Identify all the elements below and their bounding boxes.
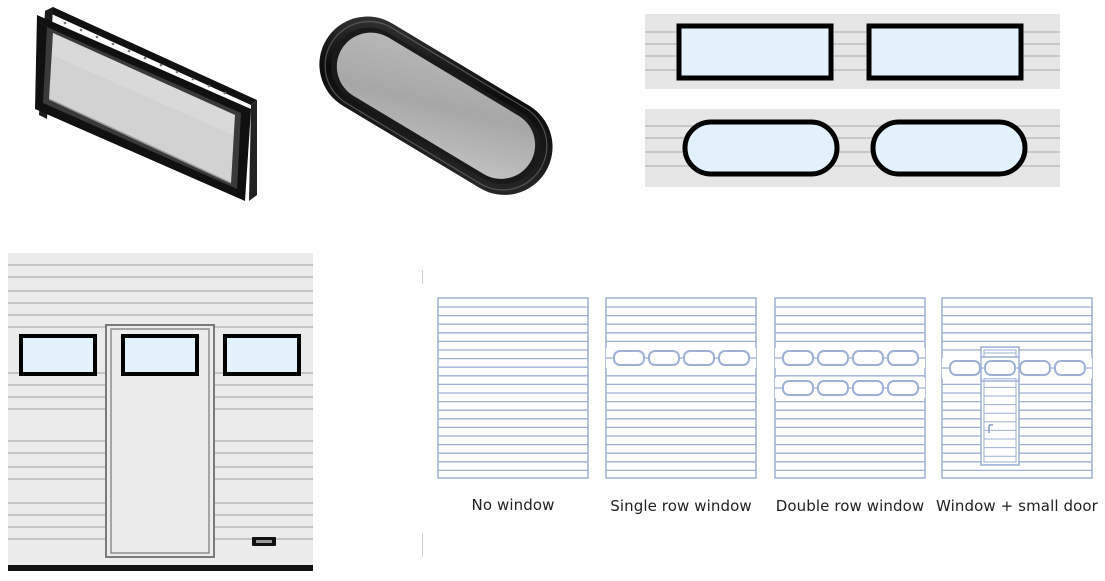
window-outline [683, 350, 715, 366]
window-shapes-panel-illustration [645, 14, 1060, 187]
divider [422, 533, 423, 557]
variant-window-small-door-drawing [941, 297, 1093, 479]
variant-single-row-window-drawing [605, 297, 757, 479]
variant-caption: No window [471, 496, 555, 514]
variant-double-row-window-drawing [774, 297, 926, 479]
window-outline [817, 350, 849, 366]
window-outline [852, 380, 884, 396]
window-outline [852, 350, 884, 366]
window-outline [817, 380, 849, 396]
door-variants-strip: No window Single row window Double row w… [437, 297, 1098, 537]
window-outline [887, 350, 919, 366]
window-outline [718, 350, 750, 366]
window-outline [1054, 360, 1086, 376]
rounded-window-3d-illustration [319, 16, 553, 195]
variant-caption: Single row window [610, 497, 752, 515]
window-outline [1019, 360, 1051, 376]
divider [422, 270, 423, 284]
window-outline [949, 360, 981, 376]
variant-no-window-drawing [437, 297, 589, 479]
door-handle [988, 424, 993, 433]
window-outline [887, 380, 919, 396]
window-outline [782, 380, 814, 396]
door-with-windows-and-pass-door-illustration [8, 253, 313, 571]
rectangular-window-3d-illustration [35, 7, 257, 201]
variant-caption: Window + small door [936, 497, 1098, 515]
variant-caption: Double row window [775, 497, 925, 515]
window-outline [984, 360, 1016, 376]
window-outline [782, 350, 814, 366]
window-outline [648, 350, 680, 366]
window-outline [613, 350, 645, 366]
